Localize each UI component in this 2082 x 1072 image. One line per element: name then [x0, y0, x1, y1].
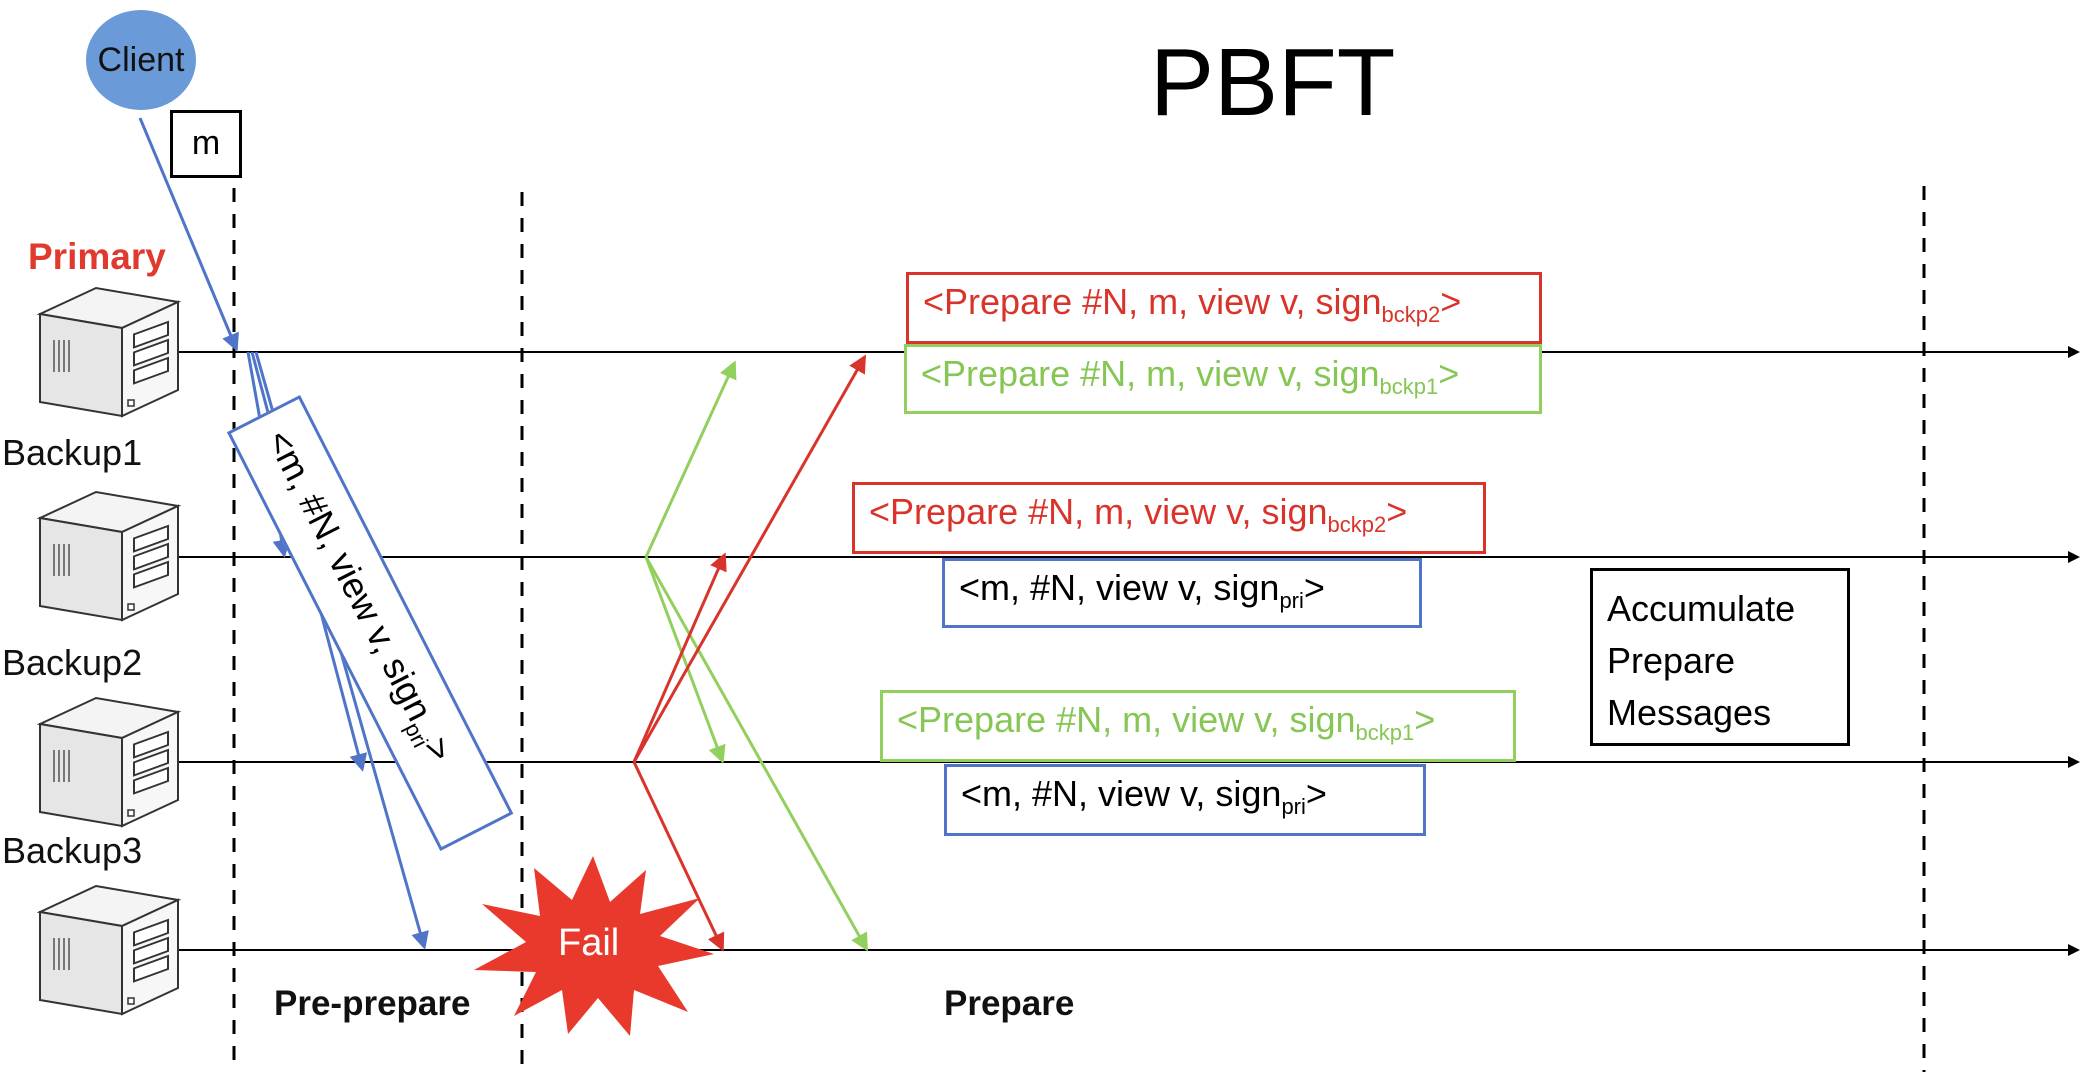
- prepare-msg-backup1-bckp2: <Prepare #N, m, view v, signbckp2>: [852, 482, 1486, 554]
- prepare-arrow-b1-primary: [644, 360, 737, 558]
- backup3-label: Backup3: [2, 830, 143, 871]
- server-icon: [36, 286, 182, 418]
- starburst-icon: [474, 856, 714, 1036]
- prepare-arrow-b1-backup2: [644, 556, 726, 764]
- prepare-arrow-b2-backup1: [632, 552, 727, 763]
- accumulate-line-2: Prepare: [1607, 640, 1736, 681]
- phase-label-preprepare: Pre-prepare: [274, 984, 471, 1023]
- prepare-msg-primary-bckp2: <Prepare #N, m, view v, signbckp2>: [906, 272, 1542, 344]
- accumulate-note: Accumulate Prepare Messages: [1590, 568, 1850, 746]
- backup1-label: Backup1: [2, 432, 143, 473]
- accumulate-line-1: Accumulate: [1607, 588, 1796, 629]
- primary-label: Primary: [28, 236, 166, 277]
- backup2-label: Backup2: [2, 642, 143, 683]
- preprepare-copy-backup2: <m, #N, view v, signpri>: [944, 764, 1426, 836]
- client-node: Client: [86, 10, 196, 110]
- phase-label-prepare: Prepare: [944, 984, 1075, 1023]
- diagram-title: PBFT: [1150, 29, 1396, 136]
- server-icon: [36, 696, 182, 828]
- prepare-arrow-b1-backup3: [644, 556, 868, 952]
- preprepare-copy-backup1: <m, #N, view v, signpri>: [942, 558, 1422, 628]
- client-message-box: m: [170, 110, 242, 178]
- server-icon: [36, 884, 182, 1016]
- accumulate-line-3: Messages: [1607, 692, 1772, 733]
- client-request-arrow: [138, 117, 239, 352]
- prepare-msg-primary-bckp1: <Prepare #N, m, view v, signbckp1>: [904, 344, 1542, 414]
- fail-label: Fail: [558, 922, 620, 964]
- prepare-arrow-b2-backup3: [632, 761, 725, 952]
- prepare-arrow-b2-primary: [632, 354, 866, 763]
- server-icon: [36, 490, 182, 622]
- prepare-msg-backup2-bckp1: <Prepare #N, m, view v, signbckp1>: [880, 690, 1516, 762]
- client-label: Client: [97, 41, 185, 79]
